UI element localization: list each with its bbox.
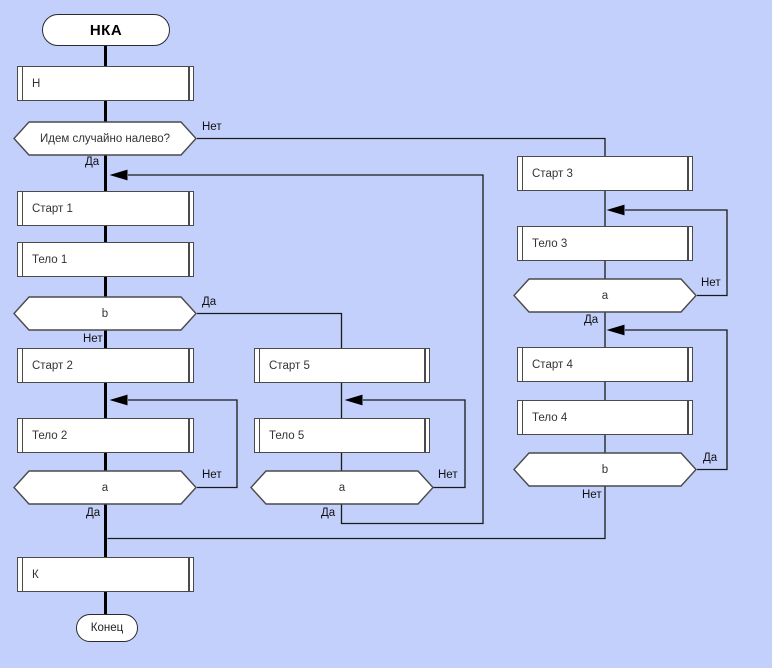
process-k-label: К bbox=[32, 568, 39, 581]
process-body2-label: Тело 2 bbox=[32, 429, 68, 442]
decision-a-left[interactable]: a bbox=[13, 470, 197, 505]
decision-a-middle[interactable]: a bbox=[250, 470, 434, 505]
decision-b-left-label: b bbox=[101, 307, 109, 320]
process-body3[interactable]: Тело 3 bbox=[517, 226, 693, 261]
decision-a-left-label: a bbox=[101, 481, 109, 494]
connector-middle-loop bbox=[363, 399, 466, 489]
process-body4[interactable]: Тело 4 bbox=[517, 400, 693, 435]
terminal-end-label: Конец bbox=[90, 622, 124, 634]
arrowhead-left-loop bbox=[109, 394, 128, 406]
process-start1-label: Старт 1 bbox=[32, 202, 73, 215]
decision-b-right-label: b bbox=[601, 463, 609, 476]
connector-left-loop bbox=[128, 399, 238, 489]
edge-label-yes-b-left: Да bbox=[202, 296, 217, 308]
decision-main-label: Идем случайно налево? bbox=[39, 132, 171, 145]
process-start3[interactable]: Старт 3 bbox=[517, 156, 693, 191]
terminal-start[interactable]: НКА bbox=[42, 14, 170, 46]
connector-right-loop-top bbox=[625, 209, 728, 297]
process-start3-label: Старт 3 bbox=[532, 167, 573, 180]
process-body4-label: Тело 4 bbox=[532, 411, 568, 424]
edge-label-yes-main: Да bbox=[85, 156, 100, 168]
process-body3-label: Тело 3 bbox=[532, 237, 568, 250]
process-start4-label: Старт 4 bbox=[532, 358, 573, 371]
process-body5[interactable]: Тело 5 bbox=[254, 418, 430, 453]
edge-label-no-b-right: Нет bbox=[582, 489, 602, 501]
process-start2[interactable]: Старт 2 bbox=[17, 348, 194, 383]
decision-a-middle-label: a bbox=[338, 481, 346, 494]
edge-label-yes-a-left: Да bbox=[86, 507, 101, 519]
hexagon-shape bbox=[250, 470, 434, 505]
hexagon-shape bbox=[13, 121, 197, 156]
edge-label-yes-a-mid: Да bbox=[321, 507, 336, 519]
edge-label-no-main: Нет bbox=[202, 121, 222, 133]
process-h-label: Н bbox=[32, 77, 41, 90]
process-start5[interactable]: Старт 5 bbox=[254, 348, 430, 383]
arrowhead-middle-loop bbox=[344, 394, 363, 406]
process-k[interactable]: К bbox=[17, 557, 194, 592]
process-h[interactable]: Н bbox=[17, 66, 194, 101]
hexagon-shape bbox=[513, 452, 697, 487]
decision-b-right[interactable]: b bbox=[513, 452, 697, 487]
edge-label-yes-b-right: Да bbox=[703, 452, 718, 464]
edge-label-no-a-mid: Нет bbox=[438, 469, 458, 481]
connector-middle-exit-merge bbox=[128, 174, 484, 525]
hexagon-shape bbox=[13, 470, 197, 505]
edge-label-no-a-left: Нет bbox=[202, 469, 222, 481]
process-start5-label: Старт 5 bbox=[269, 359, 310, 372]
terminal-start-label: НКА bbox=[89, 21, 123, 39]
edge-label-yes-a-right: Да bbox=[584, 314, 599, 326]
decision-b-left[interactable]: b bbox=[13, 296, 197, 331]
process-start1[interactable]: Старт 1 bbox=[17, 191, 194, 226]
edge-label-no-a-right: Нет bbox=[701, 277, 721, 289]
terminal-end[interactable]: Конец bbox=[76, 614, 138, 642]
connector-right-loop-bottom bbox=[625, 329, 728, 471]
process-start2-label: Старт 2 bbox=[32, 359, 73, 372]
edge-label-no-b-left: Нет bbox=[83, 333, 103, 345]
decision-main[interactable]: Идем случайно налево? bbox=[13, 121, 197, 156]
decision-a-right-label: a bbox=[601, 289, 609, 302]
process-body1-label: Тело 1 bbox=[32, 253, 68, 266]
arrowhead-merge-top bbox=[109, 169, 128, 181]
hexagon-shape bbox=[513, 278, 697, 313]
process-body1[interactable]: Тело 1 bbox=[17, 242, 194, 277]
decision-a-right[interactable]: a bbox=[513, 278, 697, 313]
arrowhead-right-loop-top bbox=[606, 204, 625, 216]
hexagon-shape bbox=[13, 296, 197, 331]
process-body2[interactable]: Тело 2 bbox=[17, 418, 194, 453]
process-start4[interactable]: Старт 4 bbox=[517, 347, 693, 382]
arrowhead-right-loop-bottom bbox=[606, 324, 625, 336]
connector-no-right-column bbox=[107, 137, 606, 540]
process-body5-label: Тело 5 bbox=[269, 429, 305, 442]
